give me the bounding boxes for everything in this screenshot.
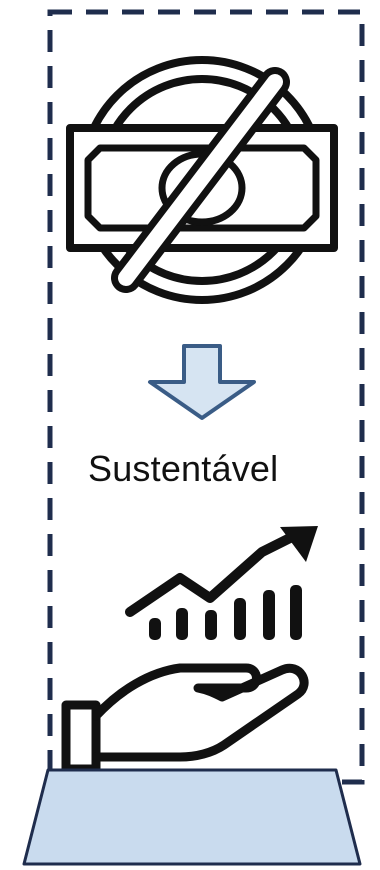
no-money-icon [66, 56, 338, 304]
growth-chart-icon [125, 526, 318, 640]
down-arrow-icon [148, 344, 256, 420]
sustainable-label: Sustentável [88, 448, 279, 489]
hand-icon [61, 663, 309, 774]
base-platform [22, 768, 362, 866]
